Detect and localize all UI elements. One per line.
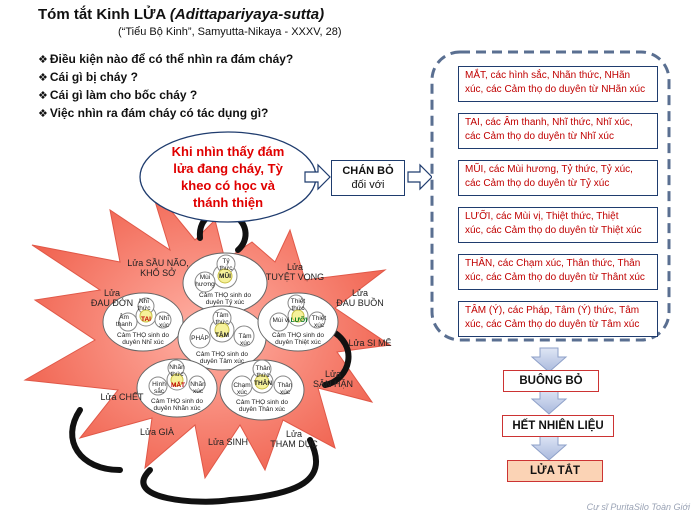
question-item: ❖Điều kiện nào để có thể nhìn ra đám chá…: [38, 52, 294, 66]
wheel-body: Thân thức Chạm xúc THÂN Thân xúc Cảm THỌ…: [233, 365, 293, 413]
fire-label-gia: Lửa GIÀ: [139, 427, 175, 437]
author-credit: Cư sĩ PuritaSilo Toàn Giới: [586, 502, 690, 512]
arrow-down-icon: [530, 347, 568, 373]
fire-label-si-me: Lửa SI MÊ: [348, 338, 392, 348]
fire-label-chet: Lửa CHẾT: [100, 392, 144, 402]
wheel-mind: Tâm thức PHÁP TÂM Tâm xúc Cảm THỌ sinh d…: [191, 312, 252, 365]
question-item: ❖Cái gì bị cháy ?: [38, 70, 138, 84]
page-title: Tóm tắt Kinh LỬA (Adittapariyaya-sutta): [38, 6, 324, 23]
action-box-het-nhien-lieu: HẾT NHIÊN LIỆU: [502, 415, 614, 437]
question-item: ❖Cái gì làm cho bốc cháy ?: [38, 88, 198, 102]
callout-text: Khi nhìn thấy đám lửa đang cháy, Tỳ kheo…: [171, 144, 285, 210]
diamond-bullet-icon: ❖: [38, 72, 48, 84]
diamond-bullet-icon: ❖: [38, 108, 48, 120]
fire-label-sau-nao: Lửa SẦU NÃO,KHỔ SỞ: [127, 258, 189, 278]
fire-label-sinh: Lửa SINH: [207, 437, 249, 447]
action-box-buong-bo: BUÔNG BỎ: [503, 370, 599, 392]
title-main: Tóm tắt Kinh LỬA: [38, 6, 166, 23]
wheel-eye: Nhãn thức Hình sắc MẮT Nhãn xúc Cảm THỌ …: [151, 364, 206, 412]
renounce-box: CHÁN BỎ đối với: [331, 160, 405, 196]
arrow-right-icon: [407, 163, 433, 191]
title-sutta: (Adittapariyaya-sutta): [169, 6, 325, 23]
page-subtitle: (“Tiểu Bộ Kinh”, Samyutta-Nikaya - XXXV,…: [118, 26, 342, 38]
arrow-down-icon: [530, 388, 568, 415]
wheel-tongue: Thiệt thức Mùi vị LƯỠI Thiệt xúc Cảm THỌ…: [272, 298, 327, 346]
diamond-bullet-icon: ❖: [38, 90, 48, 102]
wheel-group: [102, 252, 339, 421]
question-item: ❖Việc nhìn ra đám cháy có tác dụng gì?: [38, 106, 269, 120]
question-list: ❖Điều kiện nào để có thể nhìn ra đám chá…: [38, 50, 293, 122]
diamond-bullet-icon: ❖: [38, 54, 48, 66]
wheel-ear: Nhĩ thức Âm thanh TAI Nhĩ xúc Cảm THỌ si…: [115, 298, 170, 346]
arrow-right-icon: [304, 163, 331, 191]
sense-box-tai: TAI, các Âm thanh, Nhĩ thức, Nhĩ xúc,các…: [458, 113, 658, 149]
arrow-down-icon: [530, 434, 568, 461]
action-box-lua-tat: LỬA TẮT: [507, 460, 603, 482]
sense-box-mui: MŨI, các Mùi hương, Tỷ thức, Tỷ xúc,các …: [458, 160, 658, 196]
